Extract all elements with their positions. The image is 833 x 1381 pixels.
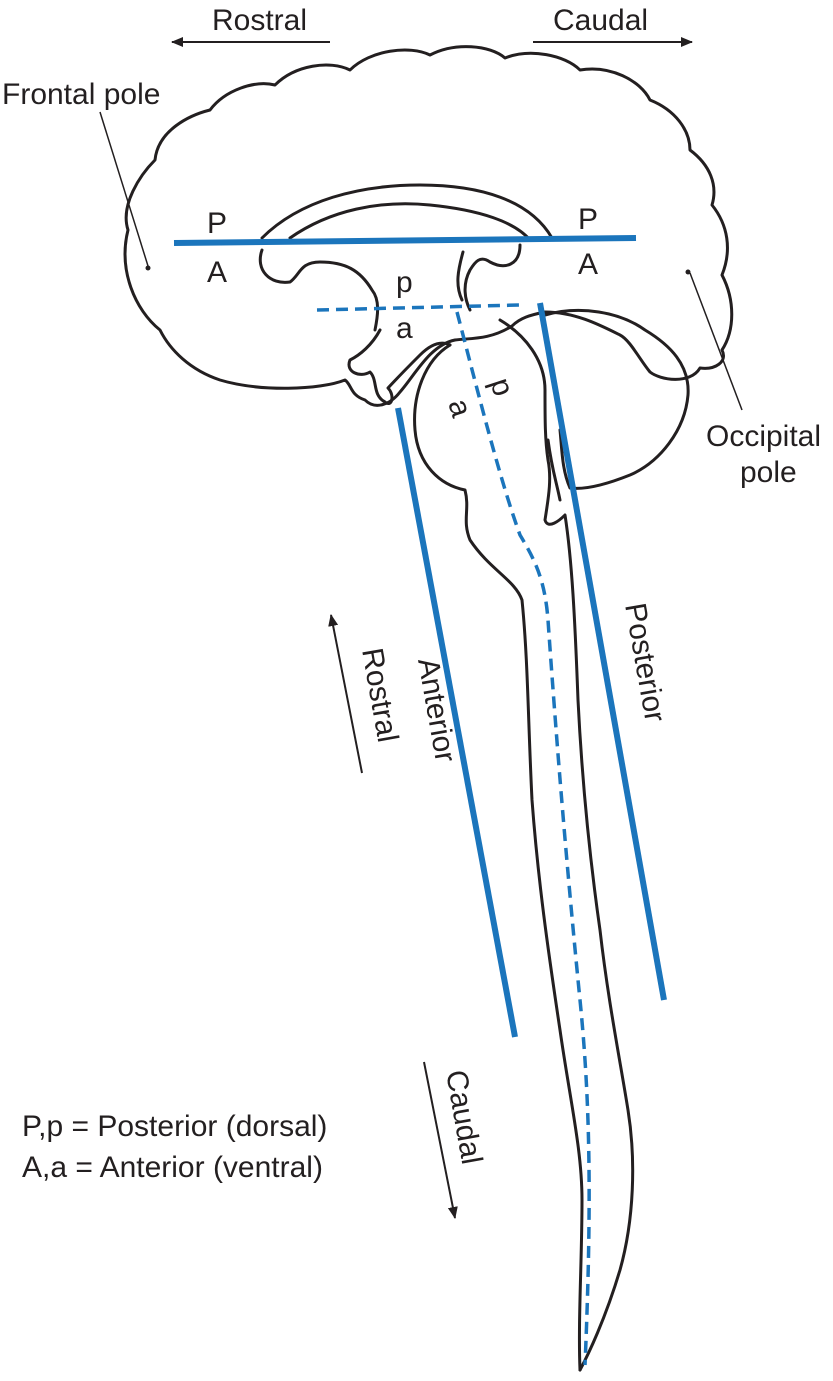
caudal-label-top: Caudal bbox=[553, 4, 648, 37]
caudal-label-side: Caudal bbox=[439, 1067, 488, 1166]
forebrain-a-left: A bbox=[207, 256, 227, 289]
diencephalon-axis-line bbox=[316, 303, 521, 312]
anterior-axis-line bbox=[395, 407, 518, 1038]
fourth-ventricle bbox=[546, 438, 562, 502]
rostral-label-top: Rostral bbox=[212, 4, 307, 37]
rostral-label-side: Rostral bbox=[355, 645, 404, 744]
legend-anterior: A,a = Anterior (ventral) bbox=[22, 1151, 323, 1184]
forebrain-a-right: A bbox=[578, 248, 598, 281]
brainstem-p: p bbox=[483, 374, 520, 400]
neuraxis-dashed-line bbox=[455, 311, 591, 1366]
posterior-label: Posterior bbox=[618, 600, 671, 724]
thalamus bbox=[463, 243, 522, 312]
brainstem-posterior bbox=[498, 318, 635, 1372]
brainstem-a: a bbox=[441, 395, 478, 421]
frontal-pole-pointer bbox=[99, 111, 149, 267]
forebrain-p-left: P bbox=[207, 207, 227, 240]
legend-posterior: P,p = Posterior (dorsal) bbox=[22, 1110, 327, 1143]
brainstem-anterior bbox=[413, 343, 584, 1372]
cerebrum-outline bbox=[123, 45, 734, 407]
corpus-callosum bbox=[260, 183, 554, 240]
diencephalon-a: a bbox=[396, 312, 413, 345]
fornix-right bbox=[456, 250, 465, 302]
caudal-arrow-side bbox=[423, 1061, 458, 1219]
frontal-pole-label: Frontal pole bbox=[2, 78, 160, 111]
rostral-arrow-side bbox=[328, 614, 363, 774]
callosum-inner bbox=[288, 202, 532, 242]
forebrain-p-right: P bbox=[578, 203, 598, 236]
hypothalamus bbox=[347, 328, 452, 405]
posterior-axis-line bbox=[537, 302, 667, 1001]
occipital-pole-pointer bbox=[689, 272, 743, 411]
occipital-pole-label-2: pole bbox=[740, 456, 797, 489]
occipital-pole-label-1: Occipital bbox=[706, 420, 821, 453]
occipital-pole-dot bbox=[685, 269, 691, 275]
forebrain-axis-line bbox=[173, 235, 637, 246]
diencephalon-p: p bbox=[396, 266, 413, 299]
frontal-pole-dot bbox=[145, 265, 151, 271]
fornix bbox=[258, 248, 380, 332]
